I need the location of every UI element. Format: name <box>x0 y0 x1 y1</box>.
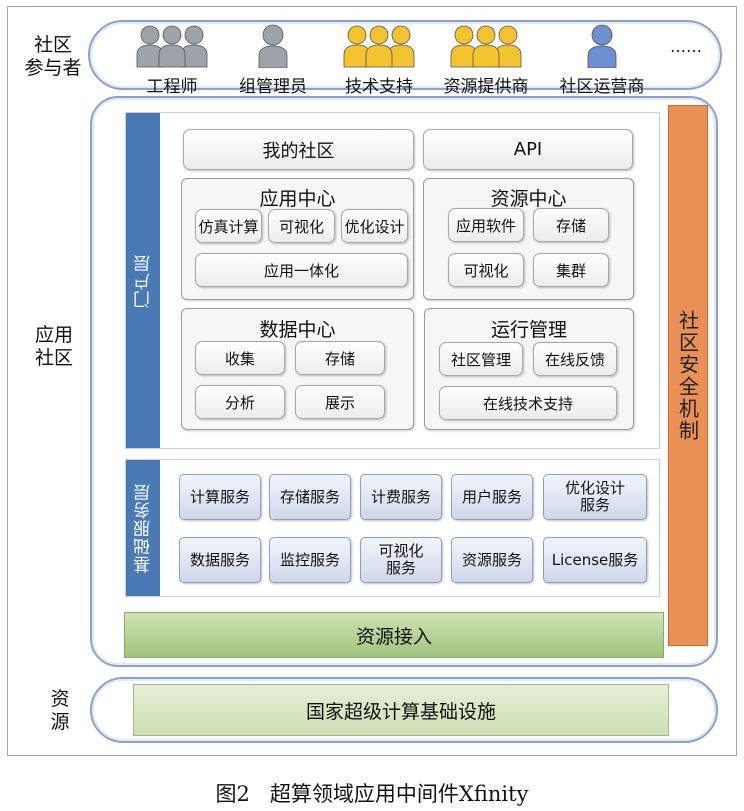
data-item-collect[interactable]: 收集 <box>195 341 285 375</box>
portal-layer-bar: 门户层 <box>126 113 160 448</box>
participant-4: 社区运营商 <box>552 22 652 97</box>
app-center-item-optimization[interactable]: 优化设计 <box>341 209 408 243</box>
my-community-button[interactable]: 我的社区 <box>183 129 414 170</box>
resource-item-storage[interactable]: 存储 <box>533 208 609 242</box>
resource-access-bar: 资源接入 <box>124 612 664 658</box>
data-center-title: 数据中心 <box>259 319 336 341</box>
security-mechanism-bar: 社区安全机制 <box>668 105 708 646</box>
user-icon <box>258 24 288 69</box>
app-center-item-visualization[interactable]: 可视化 <box>268 209 335 243</box>
participant-0: 工程师 <box>122 22 222 97</box>
online-support-button[interactable]: 在线技术支持 <box>439 386 617 420</box>
figure-frame <box>7 6 737 756</box>
resource-item-software[interactable]: 应用软件 <box>448 208 524 242</box>
base-service-1-1[interactable]: 监控服务 <box>269 537 351 583</box>
ops-item-feedback[interactable]: 在线反馈 <box>533 342 617 376</box>
data-item-display[interactable]: 展示 <box>295 385 385 419</box>
base-service-1-2[interactable]: 可视化服务 <box>360 537 442 583</box>
ops-title: 运行管理 <box>490 319 567 341</box>
participant-label: 组管理员 <box>239 77 307 97</box>
base-service-1-4[interactable]: License服务 <box>543 537 647 583</box>
app-community-label: 应用 社区 <box>34 324 73 369</box>
participant-label: 社区运营商 <box>559 77 645 97</box>
app-integration-button[interactable]: 应用一体化 <box>195 253 408 287</box>
app-center-item-simulation[interactable]: 仿真计算 <box>195 209 262 243</box>
participant-label: 资源提供商 <box>443 77 529 97</box>
participant-3: 资源提供商 <box>436 22 536 97</box>
base-service-1-0[interactable]: 数据服务 <box>179 537 261 583</box>
base-service-0-4[interactable]: 优化设计服务 <box>543 474 647 520</box>
user-icon <box>587 24 617 69</box>
data-item-storage[interactable]: 存储 <box>295 341 385 375</box>
participant-label: 技术支持 <box>345 77 413 97</box>
resource-center-title: 资源中心 <box>490 188 567 210</box>
resource-item-cluster[interactable]: 集群 <box>533 253 609 287</box>
ops-item-community-mgmt[interactable]: 社区管理 <box>439 342 523 376</box>
more-participants: …… <box>670 37 702 56</box>
app-center-title: 应用中心 <box>259 188 336 210</box>
base-service-0-3[interactable]: 用户服务 <box>451 474 533 520</box>
base-service-1-3[interactable]: 资源服务 <box>451 537 533 583</box>
national-supercomputing-infrastructure: 国家超级计算基础设施 <box>133 684 669 736</box>
base-service-layer-bar: 基础服务层 <box>126 460 160 596</box>
api-button[interactable]: API <box>423 129 633 170</box>
resource-item-visualization[interactable]: 可视化 <box>448 253 524 287</box>
group-user-icon <box>343 25 415 68</box>
base-service-0-2[interactable]: 计费服务 <box>360 474 442 520</box>
data-item-analysis[interactable]: 分析 <box>195 385 285 419</box>
group-user-icon <box>450 25 522 68</box>
participant-label: 工程师 <box>146 77 198 97</box>
group-user-icon <box>136 25 208 68</box>
resources-label: 资 源 <box>50 688 70 733</box>
participants-label: 社区 参与者 <box>24 34 82 79</box>
participant-2: 技术支持 <box>329 22 429 97</box>
base-service-0-1[interactable]: 存储服务 <box>269 474 351 520</box>
participant-1: 组管理员 <box>223 22 323 97</box>
figure-caption: 图2 超算领域应用中间件Xfinity <box>215 782 529 806</box>
base-service-0-0[interactable]: 计算服务 <box>179 474 261 520</box>
